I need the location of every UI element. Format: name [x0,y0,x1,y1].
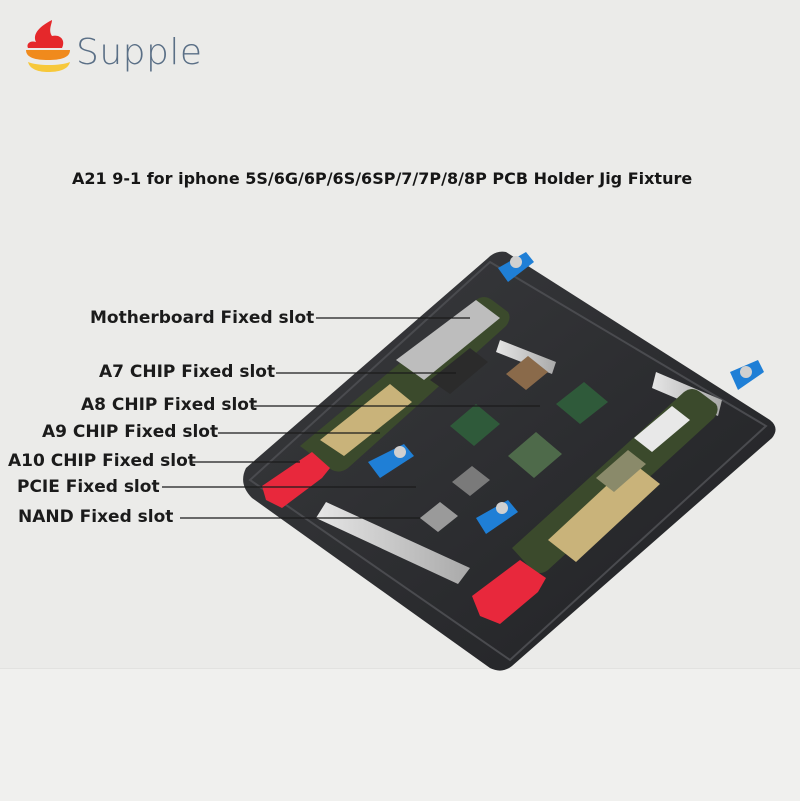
nand-slot [420,502,458,532]
callout-nand: NAND Fixed slot [18,507,174,527]
logo-flame-red [27,20,64,48]
plate-rim [248,260,768,662]
logo-band-orange [26,50,70,60]
blue-clamp-top [498,252,534,282]
right-board-sim-tray [548,462,660,562]
right-board-chip [596,450,646,492]
logo-band-yellow [28,62,70,72]
a9-chip-slot [450,404,500,446]
blue-clamp-right [730,360,764,390]
brand-header: Supple [22,18,222,78]
callout-a8-chip: A8 CHIP Fixed slot [81,395,258,415]
a7-chip-slot [506,356,548,390]
right-board-label [634,406,690,452]
callout-motherboard: Motherboard Fixed slot [90,308,315,328]
callout-pcie: PCIE Fixed slot [17,477,160,497]
left-board-plate [320,384,412,456]
product-title: A21 9-1 for iphone 5S/6G/6P/6S/6SP/7/7P/… [72,169,693,188]
blue-clamp-middle [368,444,414,478]
pcie-slot [452,466,490,496]
metal-bar-bottom [316,502,470,584]
fixture-base-plate [243,251,776,671]
red-bracket-right [472,560,546,624]
callout-a9-chip: A9 CHIP Fixed slot [42,422,219,442]
lower-background [0,668,800,801]
callout-a10-chip: A10 CHIP Fixed slot [8,451,196,471]
callout-a7-chip: A7 CHIP Fixed slot [99,362,276,382]
a8-chip-slot [556,382,608,424]
supple-logo-icon [26,20,70,72]
left-board-shield [396,300,500,380]
metal-bar-middle [496,340,556,374]
brand-name: Supple [76,32,203,73]
a10-chip-slot [508,432,562,478]
red-bracket-left [262,452,330,508]
blue-clamp-bottom [476,500,518,534]
left-board-chip [430,348,488,394]
